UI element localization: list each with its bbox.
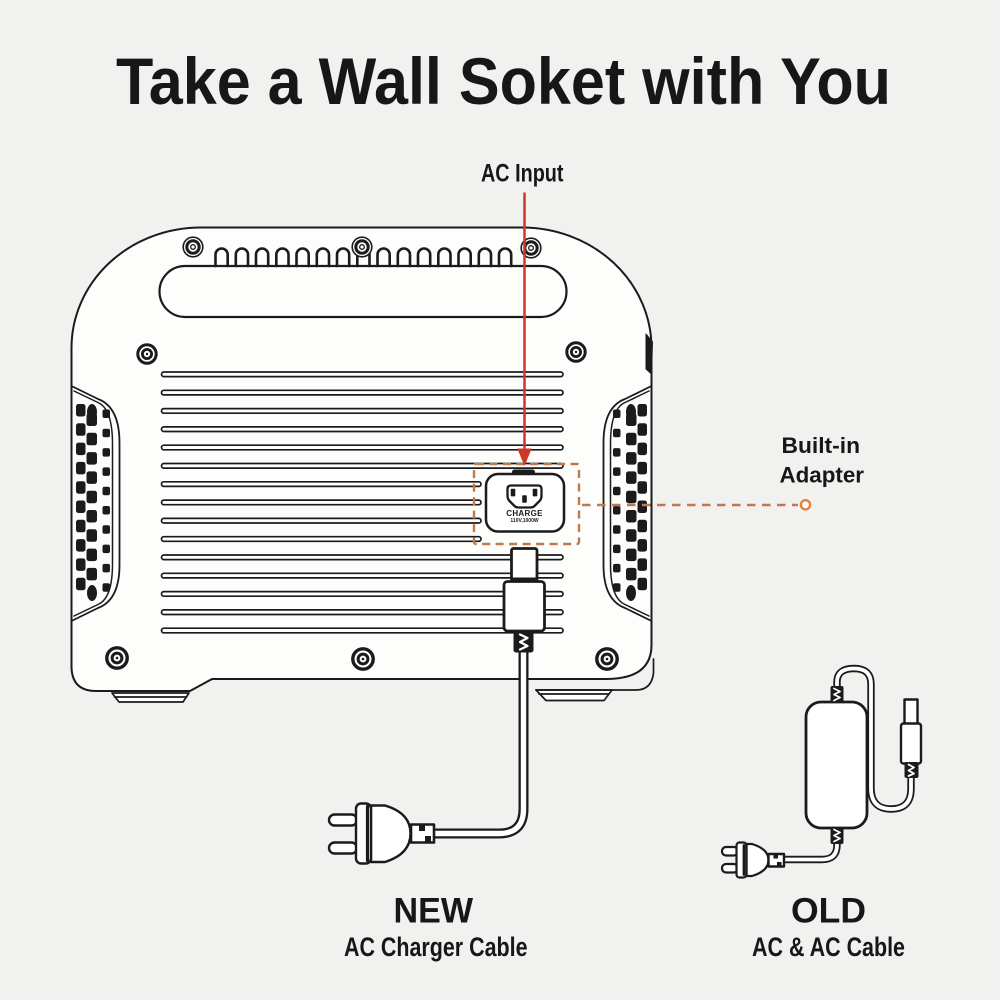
svg-text:Take a Wall Soket with You: Take a Wall Soket with You [116,44,891,118]
svg-text:AC Charger Cable: AC Charger Cable [344,932,528,962]
svg-text:OLD: OLD [791,892,866,931]
svg-text:AC & AC Cable: AC & AC Cable [752,932,905,962]
svg-text:110V,1000W: 110V,1000W [510,518,538,524]
svg-text:NEW: NEW [394,892,474,931]
svg-text:Built-in: Built-in [782,433,861,458]
svg-text:CHARGE: CHARGE [506,509,543,518]
svg-text:AC Input: AC Input [481,160,564,188]
svg-text:Adapter: Adapter [780,463,865,488]
